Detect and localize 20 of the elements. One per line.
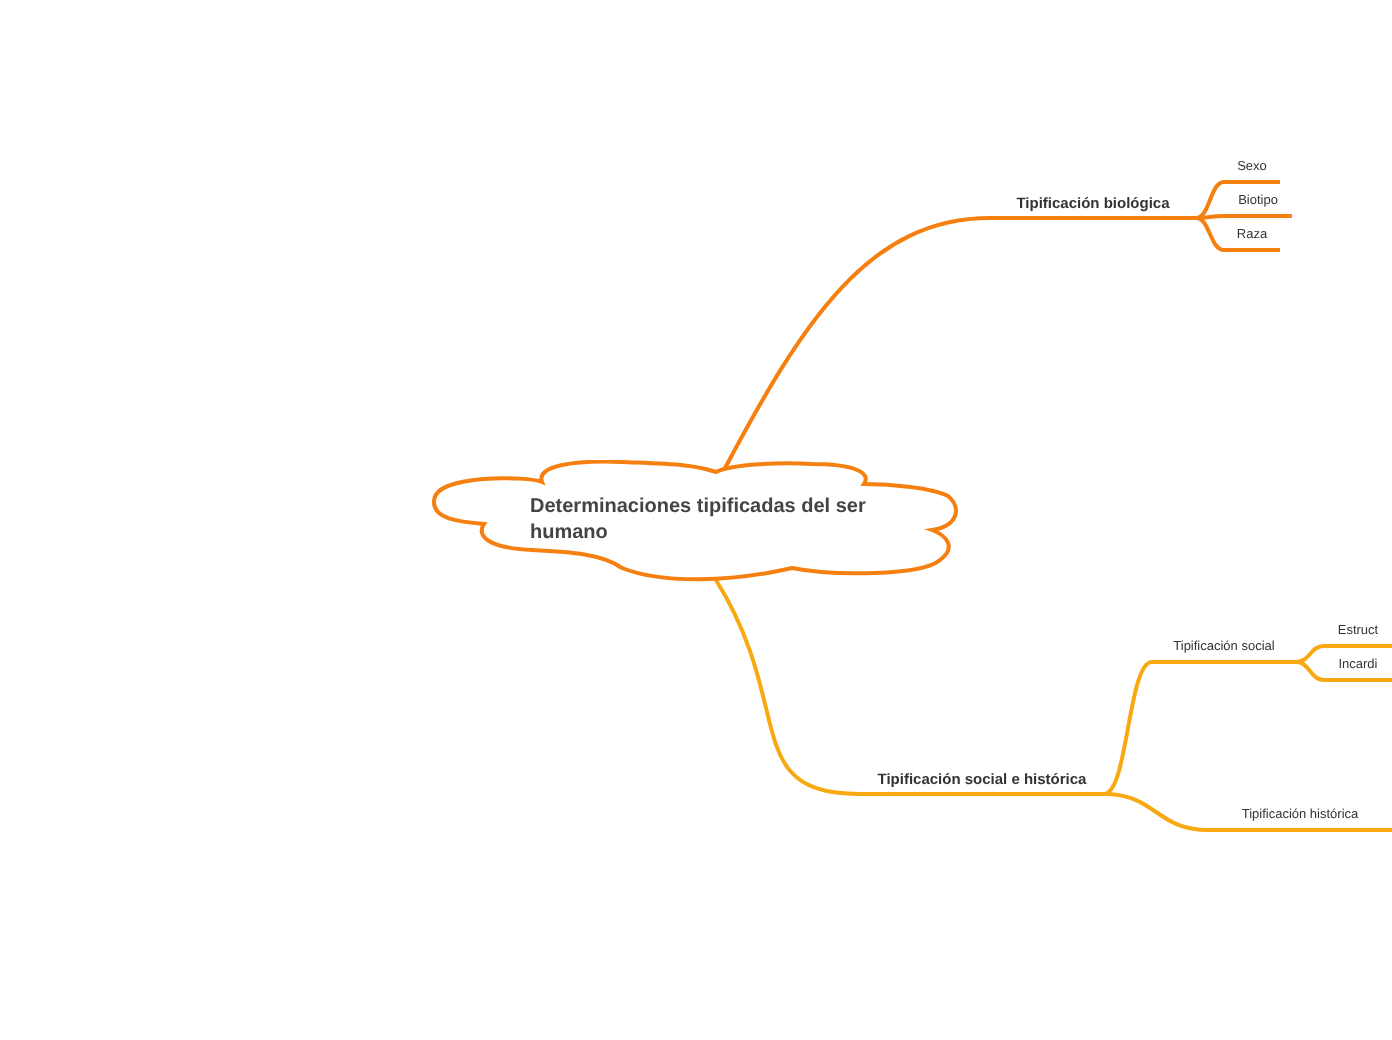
topic-node [990, 192, 1196, 220]
branch-line [1103, 660, 1153, 796]
topic-node [860, 768, 1104, 796]
branch-line [1195, 216, 1225, 252]
topic-node [1324, 656, 1392, 682]
branch-line [722, 216, 991, 471]
cloud-node [432, 460, 960, 582]
branch-line [1295, 660, 1325, 682]
branch-line [1103, 792, 1209, 832]
topic-node [1224, 158, 1280, 184]
branch-line [1295, 644, 1325, 664]
central-topic: Determinaciones tipificadas del ser humano [530, 496, 868, 546]
topic-node [1208, 806, 1392, 832]
topic-node [1324, 622, 1392, 648]
topic-node [1224, 226, 1280, 252]
branch-line [714, 579, 861, 796]
topic-node [1152, 638, 1296, 664]
branch-line [1195, 180, 1225, 220]
topic-node [1224, 192, 1292, 218]
branch-line [1195, 214, 1225, 220]
